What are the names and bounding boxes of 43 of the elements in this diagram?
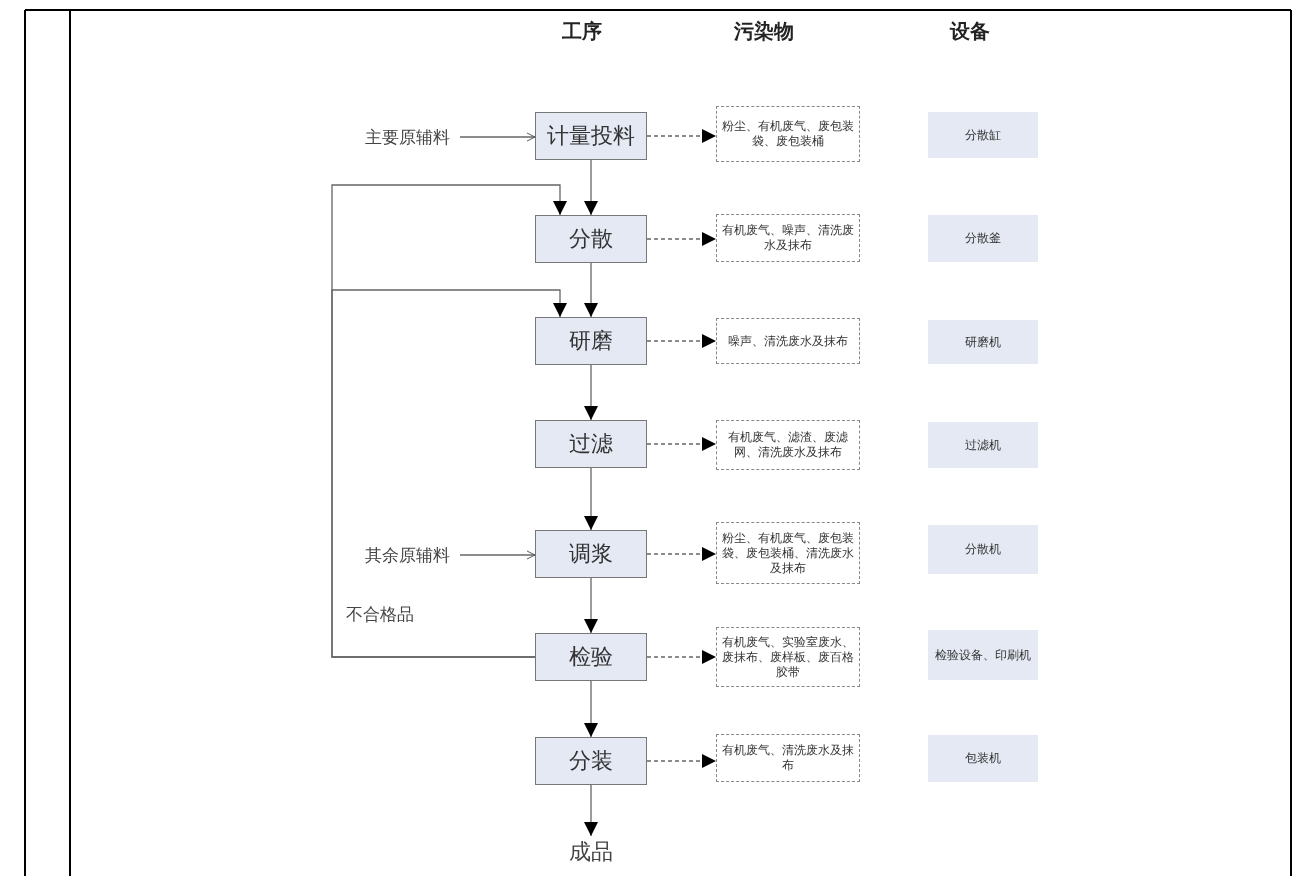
process-box: 过滤	[535, 420, 647, 468]
process-box: 检验	[535, 633, 647, 681]
process-box: 计量投料	[535, 112, 647, 160]
process-box: 研磨	[535, 317, 647, 365]
pollutant-box: 有机废气、滤渣、废滤网、清洗废水及抹布	[716, 420, 860, 470]
equipment-box: 分散缸	[928, 112, 1038, 158]
column-header: 设备	[950, 18, 990, 45]
pollutant-box: 有机废气、实验室废水、废抹布、废样板、废百格胶带	[716, 627, 860, 687]
arrow	[584, 577, 598, 634]
equipment-box: 过滤机	[928, 422, 1038, 468]
dashed-arrow	[646, 232, 717, 246]
edge-label: 不合格品	[346, 603, 414, 626]
arrow	[584, 680, 598, 738]
dashed-arrow	[646, 129, 717, 143]
process-box: 分散	[535, 215, 647, 263]
pollutant-box: 有机废气、清洗废水及抹布	[716, 734, 860, 782]
arrow	[584, 784, 598, 837]
pollutant-box: 粉尘、有机废气、废包装袋、废包装桶	[716, 106, 860, 162]
pollutant-box: 噪声、清洗废水及抹布	[716, 318, 860, 364]
column-header: 工序	[562, 18, 602, 45]
arrow	[584, 262, 598, 318]
dashed-arrow	[646, 650, 717, 664]
dashed-arrow	[646, 437, 717, 451]
arrow	[584, 159, 598, 216]
input-text: 其余原辅料	[355, 542, 460, 568]
equipment-box: 研磨机	[928, 320, 1038, 364]
equipment-box: 分散机	[928, 525, 1038, 574]
equipment-box: 包装机	[928, 735, 1038, 782]
arrow	[331, 289, 567, 658]
arrow	[584, 364, 598, 421]
equipment-box: 检验设备、印刷机	[928, 630, 1038, 680]
dashed-arrow	[646, 334, 717, 348]
pollutant-box: 粉尘、有机废气、废包装袋、废包装桶、清洗废水及抹布	[716, 522, 860, 584]
equipment-box: 分散釜	[928, 215, 1038, 262]
column-header: 污染物	[734, 18, 794, 45]
pollutant-box: 有机废气、噪声、清洗废水及抹布	[716, 214, 860, 262]
input-text: 主要原辅料	[355, 124, 460, 150]
dashed-arrow	[646, 547, 717, 561]
arrow	[584, 467, 598, 531]
output-text: 成品	[556, 836, 626, 868]
process-box: 分装	[535, 737, 647, 785]
process-box: 调浆	[535, 530, 647, 578]
dashed-arrow	[646, 754, 717, 768]
